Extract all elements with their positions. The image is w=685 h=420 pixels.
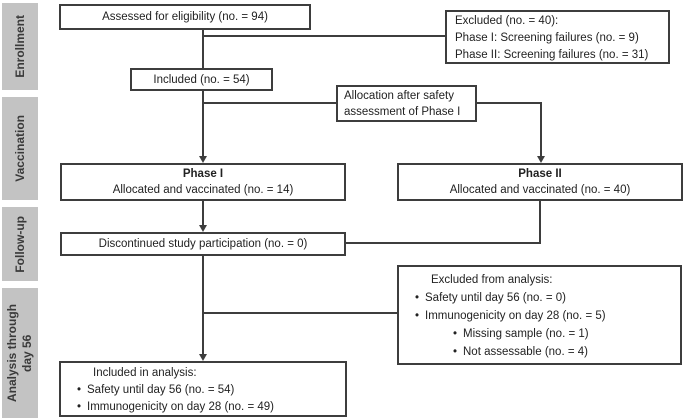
- excluded-analysis-sub-bullet: Not assessable (no. = 4): [411, 343, 674, 361]
- stage-label-followup-text: Follow-up: [13, 216, 28, 273]
- arrow-down-included-analysis-icon: [199, 354, 207, 361]
- excluded-enrollment-line: Excluded (no. = 40):: [455, 15, 559, 27]
- connector-down-to-phase2: [540, 102, 542, 156]
- connector-phase2-down: [539, 201, 541, 244]
- stage-label-enrollment-text: Enrollment: [13, 15, 28, 78]
- included-box: Included (no. = 54): [130, 68, 273, 91]
- stage-label-enrollment: Enrollment: [2, 3, 38, 90]
- connector-included-to-phase1: [202, 91, 204, 156]
- connector-to-allocation-note: [202, 102, 336, 104]
- phase1-box: Phase I Allocated and vaccinated (no. = …: [60, 163, 346, 201]
- connector-allocation-to-phase2: [477, 102, 542, 104]
- discontinued-text: Discontinued study participation (no. = …: [98, 238, 308, 250]
- assessed-eligibility-text: Assessed for eligibility (no. = 94): [102, 11, 268, 23]
- connector-to-excluded-enrollment: [202, 35, 445, 37]
- arrow-down-discontinued-icon: [199, 225, 207, 232]
- stage-label-line: Vaccination: [12, 115, 27, 182]
- connector-phase1-to-discontinued: [202, 201, 204, 225]
- stage-label-line: Enrollment: [12, 15, 27, 78]
- excluded-enrollment-line: Phase I: Screening failures (no. = 9): [455, 32, 639, 44]
- included-analysis-title: Included in analysis:: [93, 367, 197, 379]
- connector-to-excluded-analysis: [202, 312, 397, 314]
- stage-label-analysis-text: Analysis through day 56: [5, 304, 35, 402]
- included-text: Included (no. = 54): [153, 73, 250, 86]
- assessed-eligibility-box: Assessed for eligibility (no. = 94): [59, 4, 311, 30]
- phase1-title: Phase I: [182, 168, 224, 180]
- included-analysis-bullet: Safety until day 56 (no. = 54): [73, 382, 339, 399]
- excluded-enrollment-line: Phase II: Screening failures (no. = 31): [455, 49, 649, 61]
- excluded-analysis-title: Excluded from analysis:: [431, 274, 553, 286]
- excluded-enrollment-box: Excluded (no. = 40): Phase I: Screening …: [445, 10, 670, 64]
- excluded-analysis-bullet: Immunogenicity on day 28 (no. = 5): [411, 307, 674, 325]
- stage-label-vaccination-text: Vaccination: [13, 115, 28, 182]
- connector-phase2-to-discontinued: [346, 242, 541, 244]
- excluded-analysis-box: Excluded from analysis: Safety until day…: [397, 265, 682, 365]
- stage-label-line: day 56: [20, 334, 34, 372]
- discontinued-box: Discontinued study participation (no. = …: [60, 232, 346, 256]
- allocation-note-box: Allocation after safety assessment of Ph…: [336, 85, 477, 122]
- excluded-analysis-sub-bullet: Missing sample (no. = 1): [411, 325, 674, 343]
- included-analysis-bullet: Immunogenicity on day 28 (no. = 49): [73, 399, 339, 416]
- allocation-note-line: assessment of Phase I: [344, 106, 461, 118]
- included-analysis-box: Included in analysis: Safety until day 5…: [59, 361, 347, 417]
- stage-label-followup: Follow-up: [2, 207, 38, 281]
- connector-discontinued-to-analysis: [202, 256, 204, 354]
- arrow-down-phase1-icon: [199, 156, 207, 163]
- phase1-text: Allocated and vaccinated (no. = 14): [112, 184, 294, 196]
- stage-label-line: Analysis through: [5, 303, 19, 402]
- stage-label-line: Follow-up: [12, 215, 27, 273]
- connector-assessed-to-included: [202, 30, 204, 68]
- arrow-down-phase2-icon: [537, 156, 545, 163]
- phase2-text: Allocated and vaccinated (no. = 40): [449, 184, 631, 196]
- phase2-title: Phase II: [518, 168, 562, 180]
- stage-label-vaccination: Vaccination: [2, 97, 38, 200]
- stage-label-analysis: Analysis through day 56: [2, 288, 38, 418]
- excluded-analysis-bullet: Safety until day 56 (no. = 0): [411, 289, 674, 307]
- allocation-note-line: Allocation after safety: [344, 90, 454, 102]
- phase2-box: Phase II Allocated and vaccinated (no. =…: [397, 163, 683, 201]
